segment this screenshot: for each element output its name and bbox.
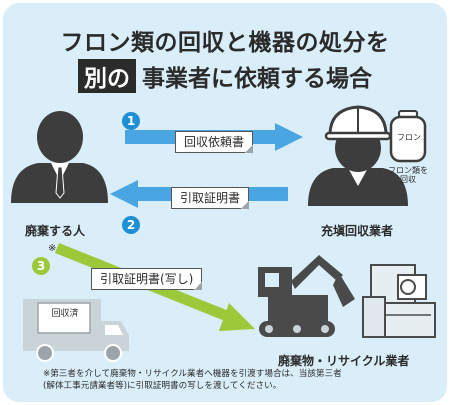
title-highlight: 別の — [78, 59, 136, 93]
gas-cylinder-icon — [389, 110, 427, 163]
title-line-2-rest: 事業者に依頼する場合 — [142, 66, 372, 92]
cylinder-caption-line-2: 回収 — [400, 175, 416, 184]
appliances-icon — [362, 264, 436, 338]
cylinder-tank-label: フロン — [397, 133, 421, 142]
excavator-icon — [258, 255, 355, 337]
recovery-worker-icon — [308, 105, 408, 206]
step-2-badge: 2 — [122, 216, 140, 234]
certificate-document: 引取証明書 — [171, 187, 250, 209]
recovery-label: 充塡回収業者 — [321, 224, 394, 238]
cylinder-caption-line-1: フロン類を — [388, 166, 428, 175]
certificate-copy-document: 引取証明書(写し) — [91, 268, 203, 290]
step-1-badge: 1 — [122, 112, 140, 130]
discharger-label: 廃棄する人 — [25, 224, 86, 238]
request-document: 回収依頼書 — [175, 131, 254, 153]
title-line-2: 別の事業者に依頼する場合 — [3, 59, 447, 93]
footnote-line-1: ※第三者を介して廃棄物・リサイクル業者へ機器を引渡す場合は、当該第三者 — [43, 369, 342, 379]
step-3-note-mark: ※ — [48, 243, 57, 254]
cylinder-caption: フロン類を回収 — [378, 166, 438, 184]
step-3-badge: 3 — [32, 257, 50, 275]
discharger-person-icon — [11, 111, 108, 203]
truck-label: 回収済 — [51, 309, 79, 319]
truck-icon — [23, 299, 129, 362]
title-line-1: フロン類の回収と機器の処分を — [60, 30, 390, 56]
diagram-card: フロン類の回収と機器の処分を 別の事業者に依頼する場合 — [3, 3, 447, 402]
footnote: ※第三者を介して廃棄物・リサイクル業者へ機器を引渡す場合は、当該第三者 (解体工… — [43, 368, 342, 392]
footnote-line-2: (解体工事元請業者等)に引取証明書の写しを渡してください。 — [43, 381, 282, 391]
recycler-label: 廃棄物・リサイクル業者 — [278, 354, 410, 368]
